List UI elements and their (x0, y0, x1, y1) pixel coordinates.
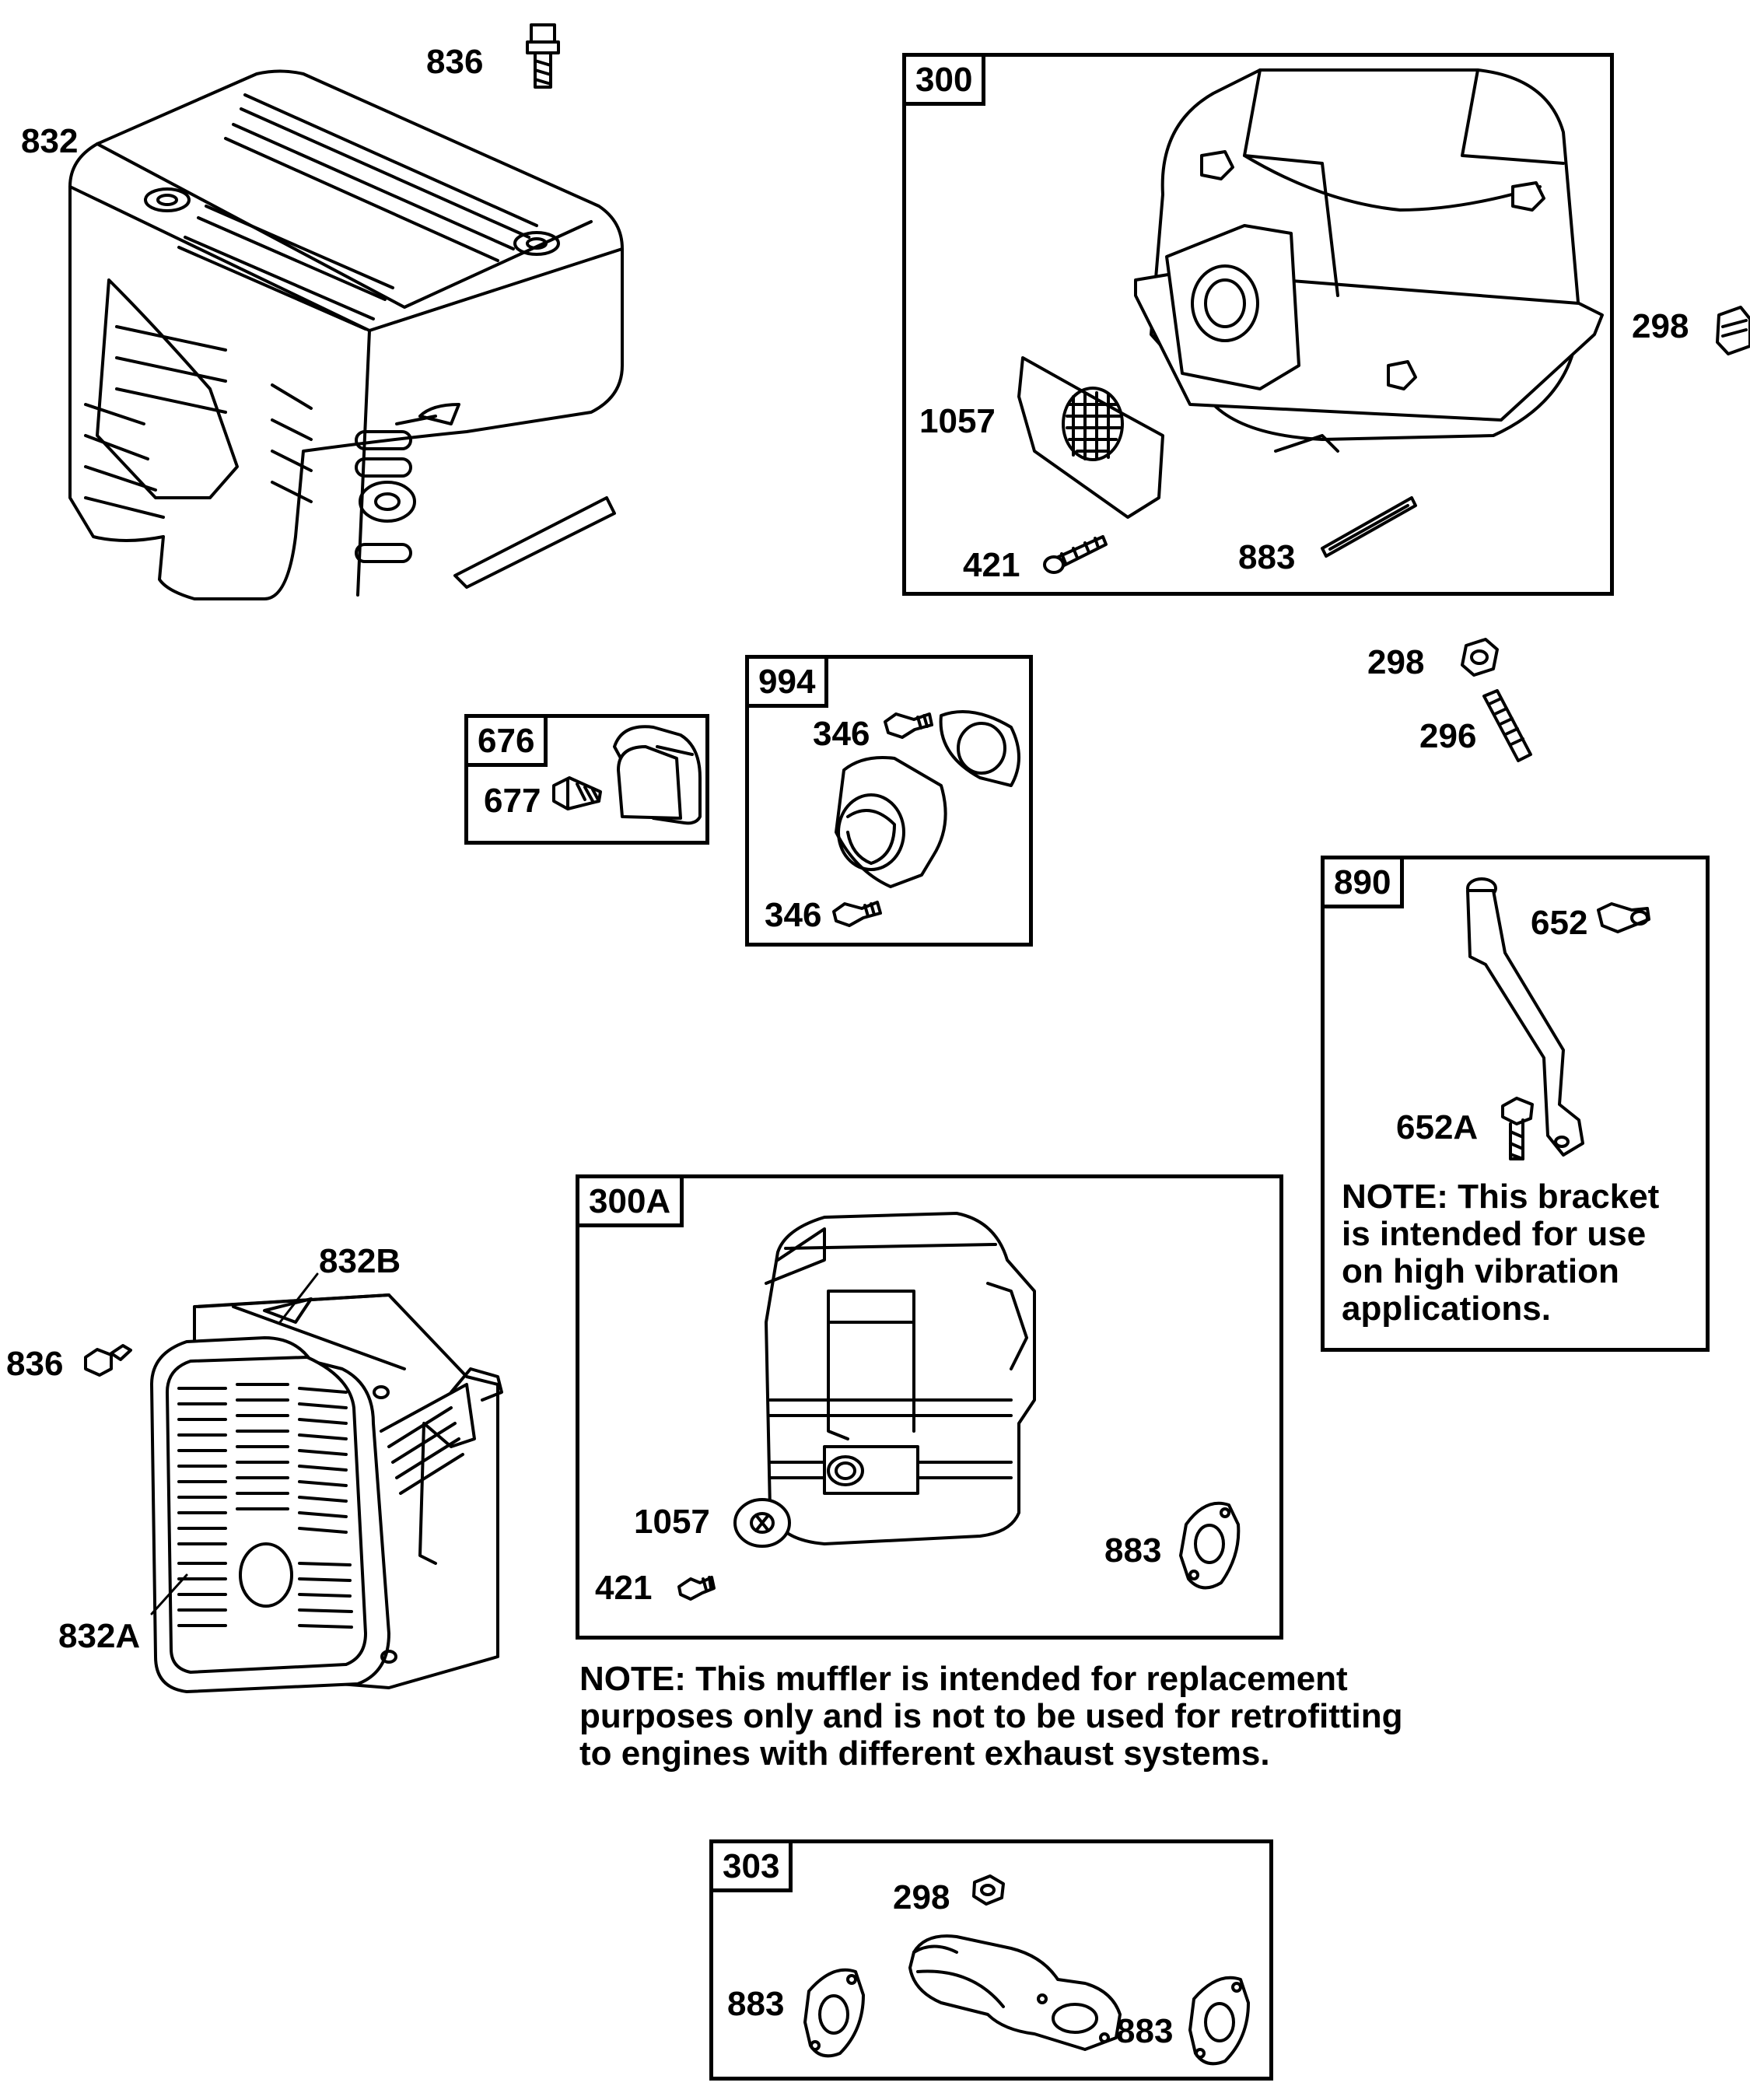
callout-346-bottom: 346 (765, 896, 822, 934)
muffler-note-line-2: purposes only and is not to be used for … (579, 1697, 1403, 1735)
screw-421-top-icon (1043, 535, 1108, 574)
callout-883-top: 883 (1238, 538, 1296, 576)
callout-652: 652 (1531, 904, 1588, 942)
box-676: 676 (464, 714, 709, 845)
bolt-677-icon (552, 776, 602, 810)
callout-836-top: 836 (426, 43, 484, 81)
stud-296-icon (1482, 689, 1532, 762)
heat-shield-832a-832b-icon (150, 1293, 503, 1693)
spark-arrester-994-icon (835, 710, 1020, 888)
bracket-note-line-2: is intended for use (1342, 1215, 1647, 1253)
callout-298-middle: 298 (1367, 643, 1425, 681)
box-303: 303 (709, 1839, 1273, 2081)
bracket-note-line-4: applications. (1342, 1290, 1551, 1328)
callout-421-bottom: 421 (595, 1569, 653, 1607)
gasket-883-top-icon (1321, 496, 1417, 558)
callout-296: 296 (1419, 717, 1477, 755)
nut-298-bottom-icon (972, 1874, 1005, 1906)
muffler-300a-icon (765, 1212, 1036, 1545)
callout-421-top: 421 (963, 546, 1020, 584)
callout-298-bottom: 298 (893, 1878, 950, 1916)
deflector-676-icon (613, 725, 702, 825)
callout-1057-top: 1057 (919, 402, 996, 440)
callout-883-bottom-left: 883 (727, 1985, 785, 2023)
box-300-label: 300 (906, 57, 986, 106)
bracket-note-line-1: NOTE: This bracket (1342, 1178, 1660, 1216)
callout-883-bottom-right: 883 (1116, 2012, 1174, 2050)
spark-arrester-screen-1057-icon (1017, 356, 1164, 519)
muffler-note-line-3: to engines with different exhaust system… (579, 1734, 1270, 1773)
bracket-890-icon (1466, 877, 1584, 1157)
screw-421-bottom-icon (677, 1576, 716, 1601)
bracket-note-line-3: on high vibration (1342, 1252, 1619, 1290)
leader-832a (150, 1573, 188, 1615)
muffler-note: NOTE: This muffler is intended for repla… (579, 1661, 1402, 1773)
bolt-652-icon (1597, 902, 1650, 933)
spark-arrester-screen-1057-bottom-icon (733, 1498, 791, 1548)
box-994-label: 994 (749, 659, 829, 708)
bolt-836-left-icon (84, 1344, 132, 1377)
muffler-300-icon (1134, 68, 1604, 453)
nut-298-right-icon (1716, 306, 1750, 355)
muffler-note-line-1: NOTE: This muffler is intended for repla… (579, 1660, 1348, 1698)
screw-346-top-icon (884, 712, 933, 739)
nut-298-middle-icon (1461, 638, 1499, 677)
callout-346-top: 346 (813, 715, 870, 753)
callout-832a: 832A (58, 1617, 141, 1655)
box-890: 890 (1321, 856, 1710, 1352)
box-300: 300 (902, 53, 1614, 596)
callout-298-right: 298 (1632, 307, 1689, 345)
gasket-883-middle-icon (1179, 1501, 1241, 1590)
callout-652a: 652A (1396, 1108, 1479, 1146)
box-303-label: 303 (713, 1843, 793, 1892)
box-994: 994 (745, 655, 1033, 947)
callout-1057-bottom: 1057 (634, 1503, 710, 1541)
leader-832b (278, 1272, 319, 1324)
exhaust-elbow-303-icon (908, 1934, 1122, 2051)
gasket-883-bottom-left-icon (803, 1968, 865, 2058)
box-300a-label: 300A (579, 1178, 684, 1227)
bolt-652a-icon (1501, 1097, 1534, 1160)
callout-832: 832 (21, 122, 79, 160)
screw-346-bottom-icon (832, 901, 882, 927)
callout-832b: 832B (319, 1242, 401, 1280)
gasket-883-bottom-right-icon (1188, 1976, 1250, 2066)
callout-677: 677 (484, 782, 541, 820)
callout-883-middle: 883 (1104, 1531, 1162, 1570)
bolt-836-top-icon (526, 23, 560, 89)
box-676-label: 676 (468, 718, 548, 767)
box-890-label: 890 (1325, 859, 1405, 908)
heat-shield-832-icon (68, 69, 624, 600)
bracket-note: NOTE: This bracket is intended for use o… (1342, 1178, 1659, 1328)
callout-836-left: 836 (6, 1345, 64, 1383)
box-300a: 300A (576, 1174, 1283, 1640)
